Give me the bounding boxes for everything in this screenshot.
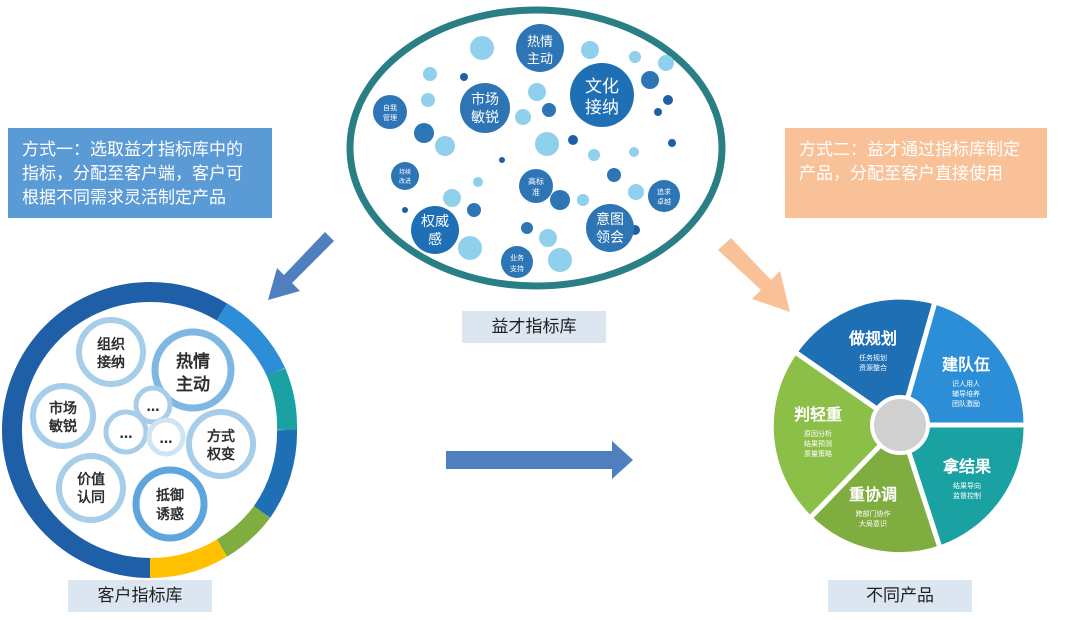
svg-text:任务规划: 任务规划: [859, 353, 887, 362]
svg-text:高标: 高标: [528, 176, 544, 186]
svg-text:…: …: [120, 427, 133, 442]
svg-text:…: …: [147, 400, 160, 415]
client-bubble: 抵御 诱惑: [132, 466, 208, 542]
ring-segment: [149, 281, 228, 321]
svg-text:团队激励: 团队激励: [952, 399, 980, 408]
svg-text:敏锐: 敏锐: [471, 110, 499, 126]
svg-text:…: …: [160, 432, 173, 447]
svg-text:重协调: 重协调: [849, 485, 897, 504]
svg-text:价值: 价值: [77, 471, 105, 488]
library-bubble: 追求 卓越: [648, 180, 680, 212]
svg-text:改进: 改进: [399, 177, 411, 185]
product-slice: [896, 298, 1029, 428]
arrow-to-client: [268, 232, 334, 300]
svg-text:认同: 认同: [77, 489, 105, 506]
svg-text:辅导培养: 辅导培养: [952, 389, 980, 398]
svg-text:市场: 市场: [471, 91, 499, 108]
arrow-to-product: [718, 238, 790, 312]
svg-text:原因分析: 原因分析: [804, 429, 832, 438]
product-wheel: 做规划 任务规划 资源整合 建队伍 识人用人 辅导培养 团队激励 拿结果 结果导…: [768, 294, 1029, 558]
method-one-box: 方式一：选取益才指标库中的指标，分配至客户端，客户可根据不同需求灵活制定产品: [8, 128, 272, 218]
library-bubble: 文化 接纳: [570, 63, 634, 127]
library-ellipse: 热情 主动 文化 接纳 市场 敏锐 自我 管理 权威 感 意图 领会: [346, 6, 726, 290]
svg-text:市场: 市场: [49, 400, 77, 417]
svg-text:感: 感: [428, 231, 442, 248]
ring-segment: [216, 303, 286, 377]
svg-text:卓越: 卓越: [657, 197, 671, 206]
product-slice: [768, 348, 904, 522]
client-library-ring: [2, 281, 298, 579]
svg-text:业务: 业务: [510, 253, 524, 262]
library-bubble: 权威 感: [411, 206, 459, 254]
svg-text:做规划: 做规划: [848, 329, 897, 348]
client-bubble: 热情 主动: [151, 328, 235, 412]
library-bubble: 持续 改进: [391, 162, 419, 190]
svg-text:管理: 管理: [383, 113, 397, 122]
ring-segment: [149, 539, 228, 579]
svg-text:方式: 方式: [207, 428, 235, 445]
client-library-caption: 客户指标库: [68, 580, 212, 612]
svg-text:识人用人: 识人用人: [952, 380, 980, 388]
product-slice: [806, 420, 944, 558]
svg-text:质量策略: 质量策略: [804, 449, 832, 458]
svg-text:抵御: 抵御: [156, 487, 184, 504]
svg-text:领会: 领会: [596, 230, 624, 246]
svg-text:热情: 热情: [527, 35, 553, 50]
svg-text:拿结果: 拿结果: [942, 457, 991, 476]
method-two-box: 方式二：益才通过指标库制定产品，分配至客户直接使用: [785, 128, 1047, 218]
svg-text:结果预测: 结果预测: [804, 439, 832, 448]
svg-text:结果导向: 结果导向: [953, 481, 981, 490]
ring-segment: [266, 368, 298, 431]
svg-text:主动: 主动: [176, 374, 210, 395]
ring-segment: [253, 429, 298, 518]
client-bubble: 组织 接纳: [76, 317, 146, 387]
library-bubble: 自我 管理: [373, 95, 407, 129]
svg-text:判轻重: 判轻重: [794, 405, 842, 424]
client-bubble: …: [146, 417, 186, 457]
svg-text:跨部门协作: 跨部门协作: [856, 509, 891, 518]
svg-text:追求: 追求: [657, 187, 671, 196]
svg-text:权变: 权变: [206, 446, 235, 463]
svg-text:接纳: 接纳: [585, 98, 619, 118]
method-one-text: 方式一：选取益才指标库中的指标，分配至客户端，客户可根据不同需求灵活制定产品: [22, 140, 243, 208]
svg-text:准: 准: [532, 187, 540, 197]
library-bubble: 高标 准: [519, 169, 553, 203]
ring-segment: [216, 505, 271, 557]
svg-text:敏锐: 敏锐: [48, 418, 77, 435]
svg-text:资源整合: 资源整合: [859, 363, 887, 372]
svg-text:诱惑: 诱惑: [156, 506, 184, 523]
library-bubble: 意图 领会: [586, 204, 634, 252]
library-bubble: 市场 敏锐: [460, 83, 510, 133]
library-bubble: 业务 支持: [501, 246, 533, 278]
client-bubble: 市场 敏锐: [30, 383, 96, 449]
svg-text:监督控制: 监督控制: [953, 491, 981, 500]
svg-text:支持: 支持: [510, 264, 524, 273]
svg-text:主动: 主动: [527, 52, 553, 67]
method-two-text: 方式二：益才通过指标库制定产品，分配至客户直接使用: [799, 140, 1020, 184]
client-bubble: 价值 认同: [56, 453, 126, 523]
svg-text:建队伍: 建队伍: [942, 355, 990, 374]
client-bubbles: 组织 接纳 热情 主动 市场 敏锐 方式 权变 价值 认同 抵御 诱惑 … … …: [30, 317, 256, 542]
client-bubble: 方式 权变: [186, 409, 256, 479]
svg-text:热情: 热情: [176, 351, 210, 372]
svg-text:文化: 文化: [585, 77, 619, 97]
library-bubble: 热情 主动: [516, 24, 564, 72]
ring-segment: [2, 282, 151, 578]
product-caption: 不同产品: [828, 580, 972, 612]
client-bubble: …: [103, 409, 149, 455]
svg-text:意图: 意图: [596, 211, 624, 228]
svg-text:组织: 组织: [97, 336, 125, 353]
svg-text:持续: 持续: [399, 168, 411, 176]
svg-text:自我: 自我: [383, 103, 397, 112]
library-caption: 益才指标库: [462, 311, 606, 343]
product-slice: [791, 294, 939, 430]
svg-text:权威: 权威: [421, 214, 449, 230]
arrow-client-to-product: [446, 441, 633, 479]
svg-text:大局意识: 大局意识: [859, 519, 887, 528]
svg-text:接纳: 接纳: [97, 354, 125, 371]
client-bubble: …: [133, 385, 173, 425]
